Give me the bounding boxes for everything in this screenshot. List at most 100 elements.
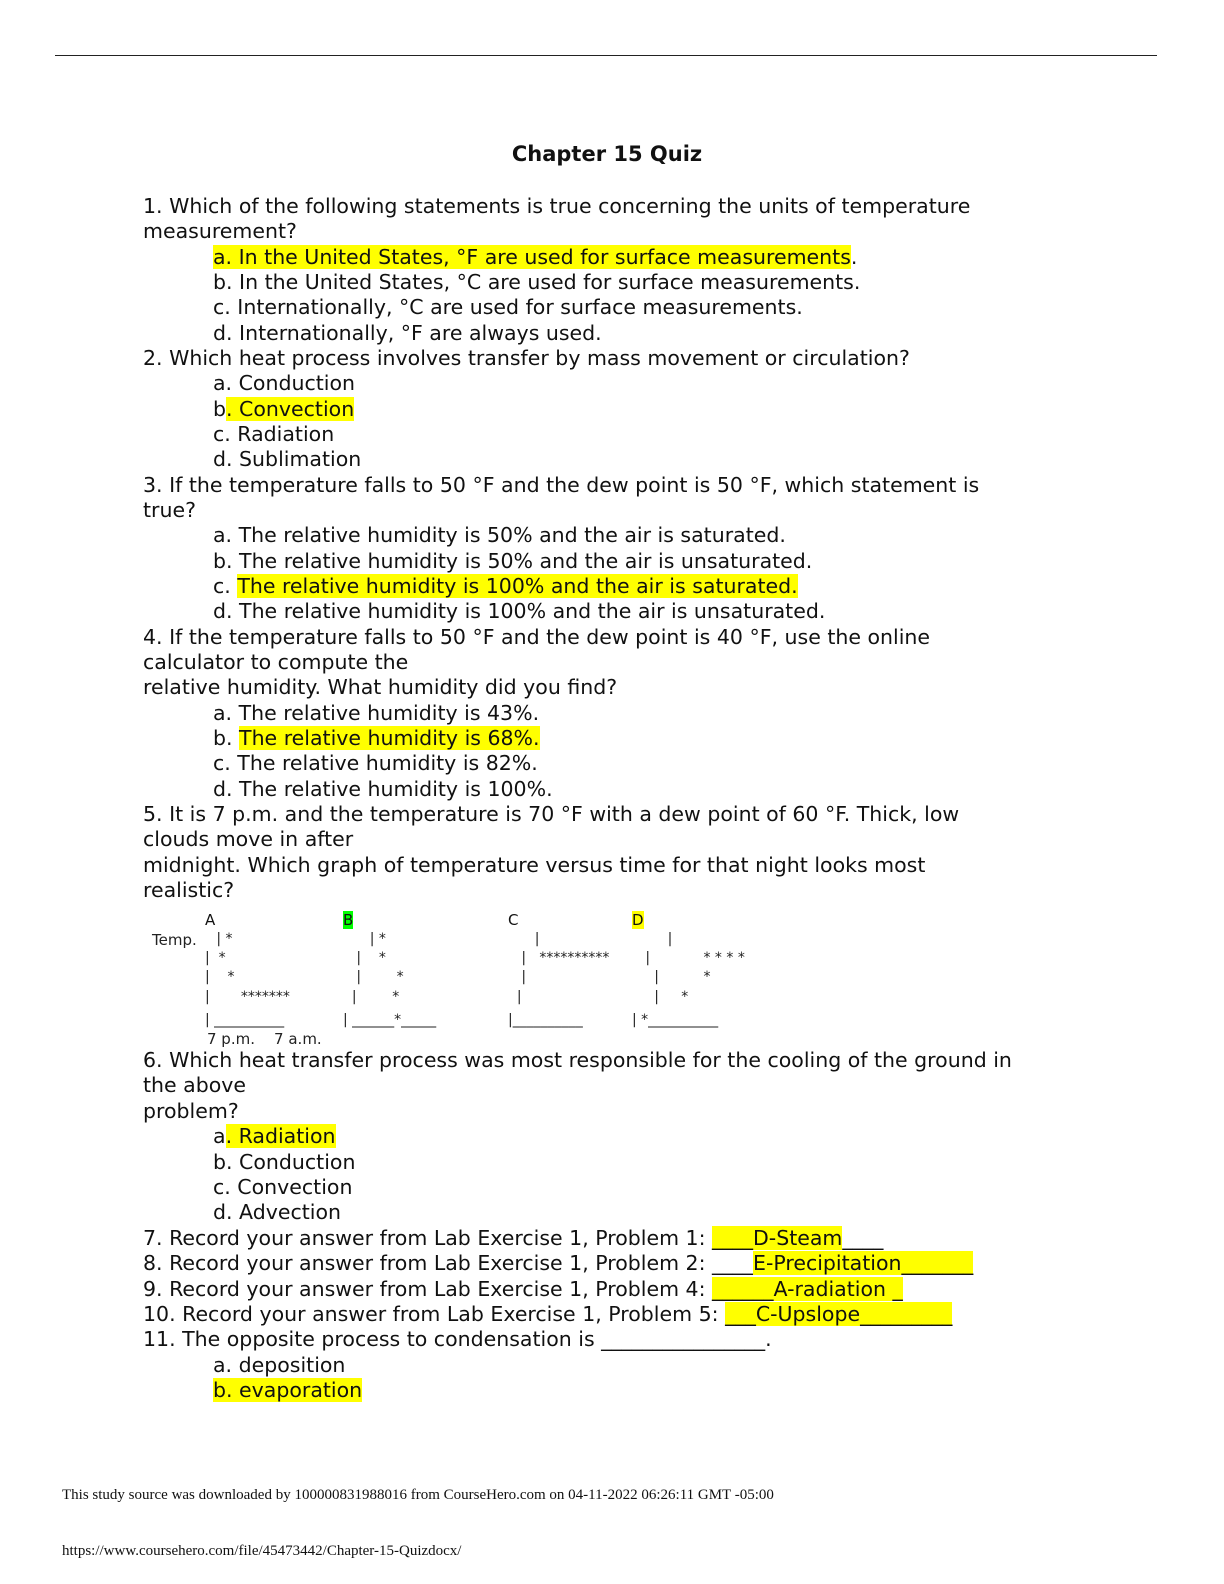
text-line: b. Conduction: [213, 1150, 355, 1175]
text-segment: d. The relative humidity is 100%.: [213, 776, 553, 801]
text-line: c. The relative humidity is 100% and the…: [213, 573, 798, 599]
text-segment: b. Conduction: [213, 1149, 356, 1174]
text-line: 11. The opposite process to condensation…: [143, 1327, 772, 1352]
graph-row: | *: [632, 989, 689, 1005]
highlighted-answer: . Radiation: [225, 1124, 336, 1149]
graph-label-b: B: [343, 911, 354, 929]
text-line: realistic?: [143, 878, 234, 903]
text-segment: relative humidity. What humidity did you…: [143, 675, 618, 700]
graph-label-d: D: [632, 911, 644, 929]
text-segment: calculator to compute the: [143, 649, 409, 674]
graph-row: | *: [205, 950, 226, 966]
text-segment: a. The relative humidity is 50% and the …: [213, 523, 786, 548]
text-segment: c.: [213, 573, 238, 598]
text-line: clouds move in after: [143, 827, 353, 852]
graph-row: | **********: [508, 950, 610, 966]
text-line: 9. Record your answer from Lab Exercise …: [143, 1276, 903, 1302]
text-segment: midnight. Which graph of temperature ver…: [143, 852, 926, 877]
text-line: 8. Record your answer from Lab Exercise …: [143, 1251, 974, 1276]
footer-source: This study source was downloaded by 1000…: [62, 1487, 774, 1503]
text-segment: c. Radiation: [213, 421, 335, 446]
text-segment: d. The relative humidity is 100% and the…: [213, 599, 826, 624]
text-segment: a. deposition: [213, 1352, 346, 1377]
text-line: c. Convection: [213, 1175, 352, 1200]
top-rule: [55, 55, 1157, 56]
text-line: c. The relative humidity is 82%.: [213, 751, 538, 776]
text-segment: 7. Record your answer from Lab Exercise …: [143, 1225, 713, 1250]
text-segment: d. Advection: [213, 1200, 342, 1225]
text-line: 1. Which of the following statements is …: [143, 194, 970, 219]
text-segment: a. The relative humidity is 43%.: [213, 700, 540, 725]
text-line: 10. Record your answer from Lab Exercise…: [143, 1302, 953, 1327]
text-segment: a: [213, 1124, 226, 1149]
text-line: problem?: [143, 1099, 239, 1124]
text-line: b. The relative humidity is 68%.: [213, 725, 540, 751]
text-line: a. In the United States, °F are used for…: [213, 244, 858, 270]
graph-row: |: [508, 969, 527, 985]
graph-row: | *******: [205, 989, 290, 1005]
graph-row: |: [632, 931, 673, 947]
graph-label-c: C: [508, 911, 519, 929]
text-line: 2. Which heat process involves transfer …: [143, 346, 910, 371]
highlighted-answer: ____D-Steam: [712, 1225, 843, 1250]
text-line: 6. Which heat transfer process was most …: [143, 1048, 1012, 1073]
text-segment: 3. If the temperature falls to 50 °F and…: [143, 472, 980, 497]
graph-row: | *: [343, 931, 386, 947]
graph-row: | __________: [205, 1012, 285, 1028]
graph-label-a: A: [205, 911, 216, 929]
text-segment: realistic?: [143, 877, 235, 902]
text-line: d. The relative humidity is 100%.: [213, 777, 553, 802]
text-line: 4. If the temperature falls to 50 °F and…: [143, 625, 930, 650]
graph-row: | * * * *: [632, 950, 745, 966]
highlighted-answer: E-Precipitation_______: [753, 1251, 974, 1276]
graph-row: | *: [203, 931, 233, 947]
text-line: b. The relative humidity is 50% and the …: [213, 549, 812, 574]
text-line: true?: [143, 498, 196, 523]
highlighted-answer: ______A-radiation _: [712, 1276, 903, 1301]
text-line: midnight. Which graph of temperature ver…: [143, 853, 925, 878]
footer-url[interactable]: https://www.coursehero.com/file/45473442…: [62, 1543, 462, 1559]
text-segment: 11. The opposite process to condensation…: [143, 1327, 772, 1352]
text-segment: d. Internationally, °F are always used.: [213, 320, 602, 345]
text-segment: b: [213, 396, 227, 421]
graph-row: | *: [343, 969, 404, 985]
text-line: b. In the United States, °C are used for…: [213, 270, 860, 295]
highlighted-answer: a. In the United States, °F are used for…: [213, 244, 851, 269]
text-line: a. Conduction: [213, 371, 355, 396]
text-line: 5. It is 7 p.m. and the temperature is 7…: [143, 802, 959, 827]
graph-row: | ______*_____: [343, 1012, 437, 1028]
text-line: c. Radiation: [213, 422, 334, 447]
text-segment: c. Convection: [213, 1175, 353, 1199]
text-line: a. The relative humidity is 43%.: [213, 701, 539, 726]
text-segment: a. Conduction: [213, 371, 355, 396]
text-line: d. Advection: [213, 1200, 341, 1225]
text-segment: 4. If the temperature falls to 50 °F and…: [143, 624, 931, 649]
text-line: 7. Record your answer from Lab Exercise …: [143, 1225, 883, 1251]
text-segment: .: [850, 244, 858, 269]
text-line: c. Internationally, °C are used for surf…: [213, 295, 803, 320]
text-line: calculator to compute the: [143, 650, 408, 675]
text-segment: 8. Record your answer from Lab Exercise …: [143, 1251, 754, 1276]
text-line: a. deposition: [213, 1353, 345, 1378]
text-segment: 2. Which heat process involves transfer …: [143, 345, 910, 370]
text-line: d. Internationally, °F are always used.: [213, 321, 602, 346]
text-segment: 1. Which of the following statements is …: [143, 194, 971, 218]
text-segment: the above: [143, 1073, 247, 1098]
graph-row: | *: [205, 969, 235, 985]
highlighted-answer: ___C-Upslope_________: [725, 1302, 953, 1326]
text-line: measurement?: [143, 219, 297, 244]
text-segment: measurement?: [143, 219, 297, 244]
text-line: d. The relative humidity is 100% and the…: [213, 599, 825, 624]
text-line: a. Radiation: [213, 1124, 336, 1149]
text-segment: b.: [213, 725, 240, 750]
highlighted-answer: The relative humidity is 68%.: [239, 725, 540, 750]
graph-row: | *: [632, 969, 711, 985]
highlighted-answer: . Convection: [226, 396, 355, 421]
text-line: relative humidity. What humidity did you…: [143, 675, 617, 700]
text-segment: b. The relative humidity is 50% and the …: [213, 548, 813, 573]
time-axis-labels: 7 p.m. 7 a.m.: [207, 1030, 322, 1048]
highlighted-answer: b. evaporation: [213, 1378, 363, 1403]
text-line: b. Convection: [213, 396, 355, 422]
text-segment: c. The relative humidity is 82%.: [213, 751, 538, 776]
text-segment: true?: [143, 497, 196, 522]
